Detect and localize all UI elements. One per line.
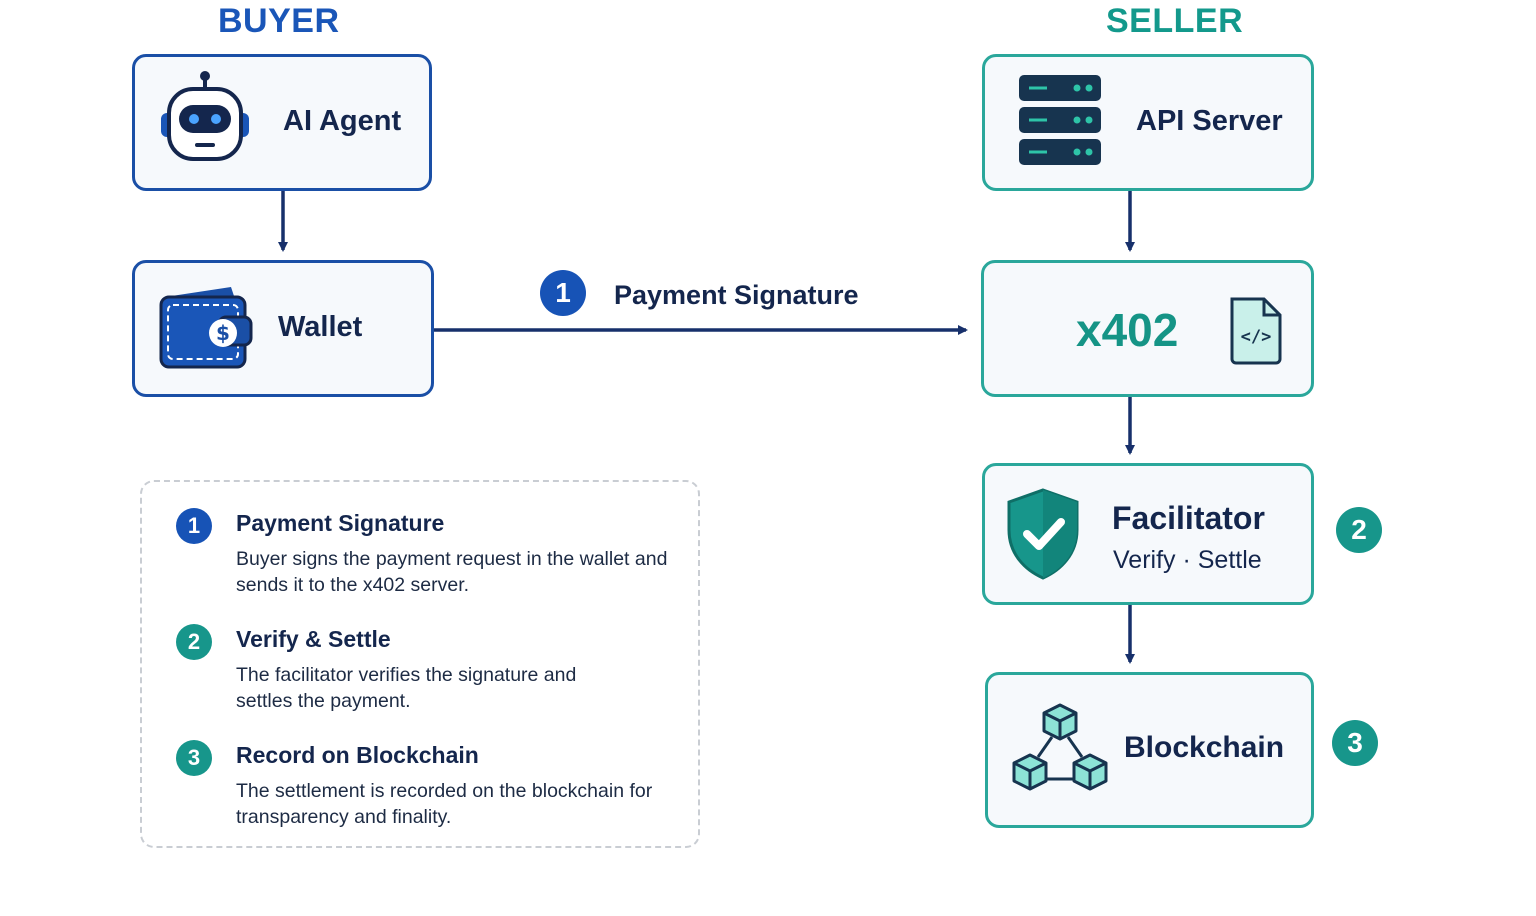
ai-agent-node[interactable]: AI Agent (132, 54, 432, 191)
facilitator-title: Facilitator (1112, 500, 1265, 536)
blockchain-step-badge: 3 (1332, 720, 1378, 766)
svg-text:</>: </> (1241, 327, 1272, 347)
ai-agent-label: AI Agent (283, 105, 402, 137)
legend-step-description: Buyer signs the payment request in the w… (236, 548, 668, 596)
legend-step-description: The settlement is recorded on the blockc… (236, 780, 653, 828)
api-server-node[interactable]: API Server (982, 54, 1314, 191)
blockchain-label: Blockchain (1124, 731, 1285, 764)
facilitator-subtitle: Verify · Settle (1113, 546, 1262, 574)
seller-heading: SELLER (1106, 2, 1244, 40)
legend-step-number: 3 (176, 740, 212, 776)
legend-step-title: Record on Blockchain (236, 742, 479, 768)
legend-step-title: Payment Signature (236, 510, 445, 536)
legend-step-description: The facilitator verifies the signature a… (236, 664, 577, 712)
wallet-node[interactable]: $ Wallet (132, 260, 434, 397)
flow-label: Payment Signature (614, 280, 859, 310)
shield-check-icon (1005, 486, 1081, 587)
x402-node[interactable]: x402 </> (981, 260, 1314, 397)
steps-legend: 1 Payment Signature Buyer signs the paym… (140, 480, 700, 848)
flow-step-badge: 1 (540, 270, 586, 316)
buyer-heading: BUYER (218, 2, 340, 40)
api-server-label: API Server (1136, 105, 1283, 137)
blockchain-node[interactable]: Blockchain (985, 672, 1314, 828)
legend-step-number: 1 (176, 508, 212, 544)
server-rack-icon (1017, 73, 1103, 174)
code-file-icon: </> (1228, 295, 1284, 370)
facilitator-step-badge: 2 (1336, 507, 1382, 553)
robot-icon (155, 69, 255, 174)
cubes-icon (1010, 699, 1110, 804)
svg-text:$: $ (216, 321, 230, 345)
wallet-dollar-icon: $ (157, 283, 253, 378)
facilitator-node[interactable]: Facilitator Verify · Settle (982, 463, 1314, 605)
legend-step-title: Verify & Settle (236, 626, 391, 652)
legend-step-number: 2 (176, 624, 212, 660)
wallet-label: Wallet (278, 311, 363, 343)
x402-label: x402 (1076, 304, 1179, 356)
